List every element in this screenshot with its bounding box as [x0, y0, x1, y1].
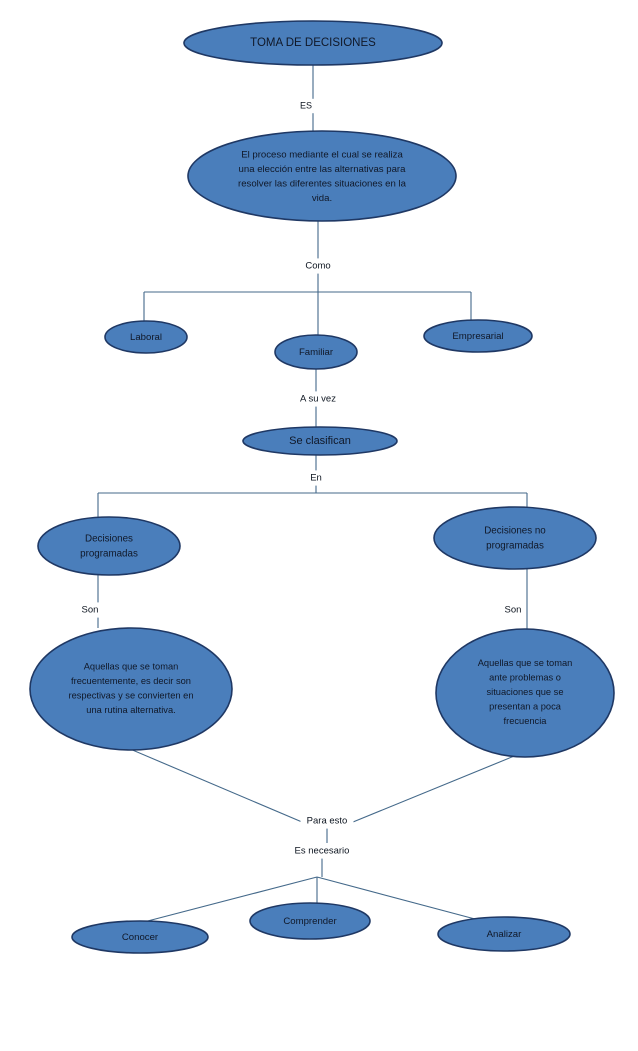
node-definicion-line-1: una elección entre las alternativas para — [239, 163, 407, 174]
node-aquellas-poca-frecuencia-line-3: presentan a poca — [489, 702, 562, 712]
connector-label-son-izquierda: Son — [79, 602, 101, 618]
node-decisiones-no-programadas[interactable]: Decisiones no programadas — [433, 506, 597, 570]
node-aquellas-poca-frecuencia-shape — [435, 628, 615, 758]
node-decisiones-programadas[interactable]: Decisiones programadas — [37, 516, 181, 576]
node-familiar[interactable]: Familiar — [274, 334, 358, 370]
node-aquellas-frecuentes-shape — [29, 627, 233, 751]
node-familiar-shape — [274, 334, 358, 370]
edge-layer — [97, 65, 530, 924]
node-aquellas-frecuentes-line-3: una rutina alternativa. — [86, 705, 175, 715]
node-aquellas-poca-frecuencia-line-2: situaciones que se — [486, 687, 563, 697]
node-analizar-line-0: Analizar — [487, 929, 522, 940]
node-decisiones-programadas-shape — [37, 516, 181, 576]
connector-label-a-su-vez-backdrop — [294, 391, 342, 407]
node-laboral[interactable]: Laboral — [104, 320, 188, 354]
connector-label-son-derecha: Son — [502, 602, 524, 618]
node-se-clasifican-label: Se clasifican — [289, 435, 351, 447]
node-empresarial-shape — [423, 319, 533, 353]
node-empresarial-line-0: Empresarial — [452, 331, 503, 342]
node-laboral-shape — [104, 320, 188, 354]
node-se-clasifican[interactable]: Se clasifican — [242, 426, 398, 456]
node-toma-de-decisiones-label: TOMA DE DECISIONES — [250, 37, 376, 49]
node-decisiones-programadas-line-1: programadas — [80, 548, 138, 559]
node-se-clasifican-line-0: Se clasifican — [289, 435, 351, 447]
connector-label-son-derecha-text: Son — [505, 605, 522, 616]
connector-label-es: ES — [298, 98, 314, 114]
connector-label-son-izquierda-backdrop — [79, 602, 101, 618]
node-comprender-label: Comprender — [283, 916, 337, 927]
node-conocer-label: Conocer — [122, 932, 159, 943]
connector-label-en-backdrop — [307, 470, 325, 486]
node-definicion-line-3: vida. — [312, 192, 332, 203]
node-se-clasifican-shape — [242, 426, 398, 456]
connector-label-como-backdrop — [304, 258, 332, 274]
node-aquellas-frecuentes-line-2: respectivas y se convierten en — [68, 691, 193, 701]
node-empresarial-label: Empresarial — [452, 331, 503, 342]
node-aquellas-poca-frecuencia-line-4: frecuencia — [504, 716, 548, 726]
node-conocer[interactable]: Conocer — [71, 920, 209, 954]
node-decisiones-programadas-line-0: Decisiones — [85, 533, 133, 544]
node-comprender-shape — [249, 902, 371, 940]
node-analizar-label: Analizar — [487, 929, 522, 940]
edge-fan-to-analizar — [316, 876, 491, 924]
node-definicion-shape — [187, 130, 457, 222]
connector-label-en-text: En — [310, 473, 322, 484]
connector-label-a-su-vez-text: A su vez — [300, 394, 336, 405]
node-empresarial[interactable]: Empresarial — [423, 319, 533, 353]
node-analizar[interactable]: Analizar — [437, 916, 571, 952]
node-definicion[interactable]: El proceso mediante el cual se realiza un… — [187, 130, 457, 222]
node-familiar-line-0: Familiar — [299, 347, 334, 358]
edge-fan-to-conocer — [139, 876, 318, 924]
node-aquellas-poca-frecuencia-line-0: Aquellas que se toman — [478, 658, 573, 668]
edge-izquierda-to-para-esto — [122, 745, 303, 823]
connector-label-es-text: ES — [300, 100, 312, 110]
node-aquellas-poca-frecuencia-line-1: ante problemas o — [489, 673, 561, 683]
connector-label-es-necesario-text: Es necesario — [295, 846, 350, 857]
node-aquellas-frecuentes[interactable]: Aquellas que se toman frecuentemente, es … — [29, 627, 233, 751]
connector-label-como-text: Como — [305, 261, 330, 272]
connector-label-es-backdrop — [298, 98, 314, 114]
connector-label-es-necesario: Es necesario — [287, 843, 357, 859]
connector-label-es-necesario-backdrop — [287, 843, 357, 859]
node-definicion-label: El proceso mediante el cual se realiza un… — [238, 149, 407, 204]
node-decisiones-programadas-label: Decisiones programadas — [80, 533, 138, 559]
node-comprender-line-0: Comprender — [283, 916, 337, 927]
node-analizar-shape — [437, 916, 571, 952]
node-toma-de-decisiones-shape — [183, 20, 443, 66]
node-conocer-shape — [71, 920, 209, 954]
connector-label-a-su-vez: A su vez — [294, 391, 342, 407]
node-layer: TOMA DE DECISIONES El proceso mediante el… — [29, 20, 615, 954]
node-decisiones-no-programadas-shape — [433, 506, 597, 570]
node-decisiones-no-programadas-line-1: programadas — [486, 540, 544, 551]
node-comprender[interactable]: Comprender — [249, 902, 371, 940]
connector-label-como: Como — [304, 258, 332, 274]
node-toma-de-decisiones-line-0: TOMA DE DECISIONES — [250, 37, 376, 49]
node-aquellas-frecuentes-line-1: frecuentemente, es decir son — [71, 676, 191, 686]
connector-label-para-esto-text: Para esto — [307, 816, 348, 827]
node-aquellas-frecuentes-line-0: Aquellas que se toman — [84, 662, 179, 672]
node-toma-de-decisiones[interactable]: TOMA DE DECISIONES — [183, 20, 443, 66]
connector-label-son-derecha-backdrop — [502, 602, 524, 618]
edge-derecha-to-para-esto — [352, 749, 530, 823]
node-decisiones-no-programadas-label: Decisiones no programadas — [484, 525, 546, 551]
connector-label-para-esto-backdrop — [300, 813, 354, 829]
node-decisiones-no-programadas-line-0: Decisiones no — [484, 525, 546, 536]
node-definicion-line-0: El proceso mediante el cual se realiza — [241, 149, 403, 160]
node-aquellas-poca-frecuencia-label: Aquellas que se toman ante problemas o sit… — [478, 658, 573, 726]
node-familiar-label: Familiar — [299, 347, 334, 358]
node-conocer-line-0: Conocer — [122, 932, 159, 943]
node-laboral-line-0: Laboral — [130, 332, 162, 343]
connector-label-en: En — [307, 470, 325, 486]
node-aquellas-frecuentes-label: Aquellas que se toman frecuentemente, es … — [68, 662, 193, 716]
node-laboral-label: Laboral — [130, 332, 162, 343]
node-aquellas-poca-frecuencia[interactable]: Aquellas que se toman ante problemas o sit… — [435, 628, 615, 758]
connector-label-para-esto: Para esto — [300, 813, 354, 829]
node-definicion-line-2: resolver las diferentes situaciones en l… — [238, 178, 407, 189]
connector-label-son-izquierda-text: Son — [82, 605, 99, 616]
